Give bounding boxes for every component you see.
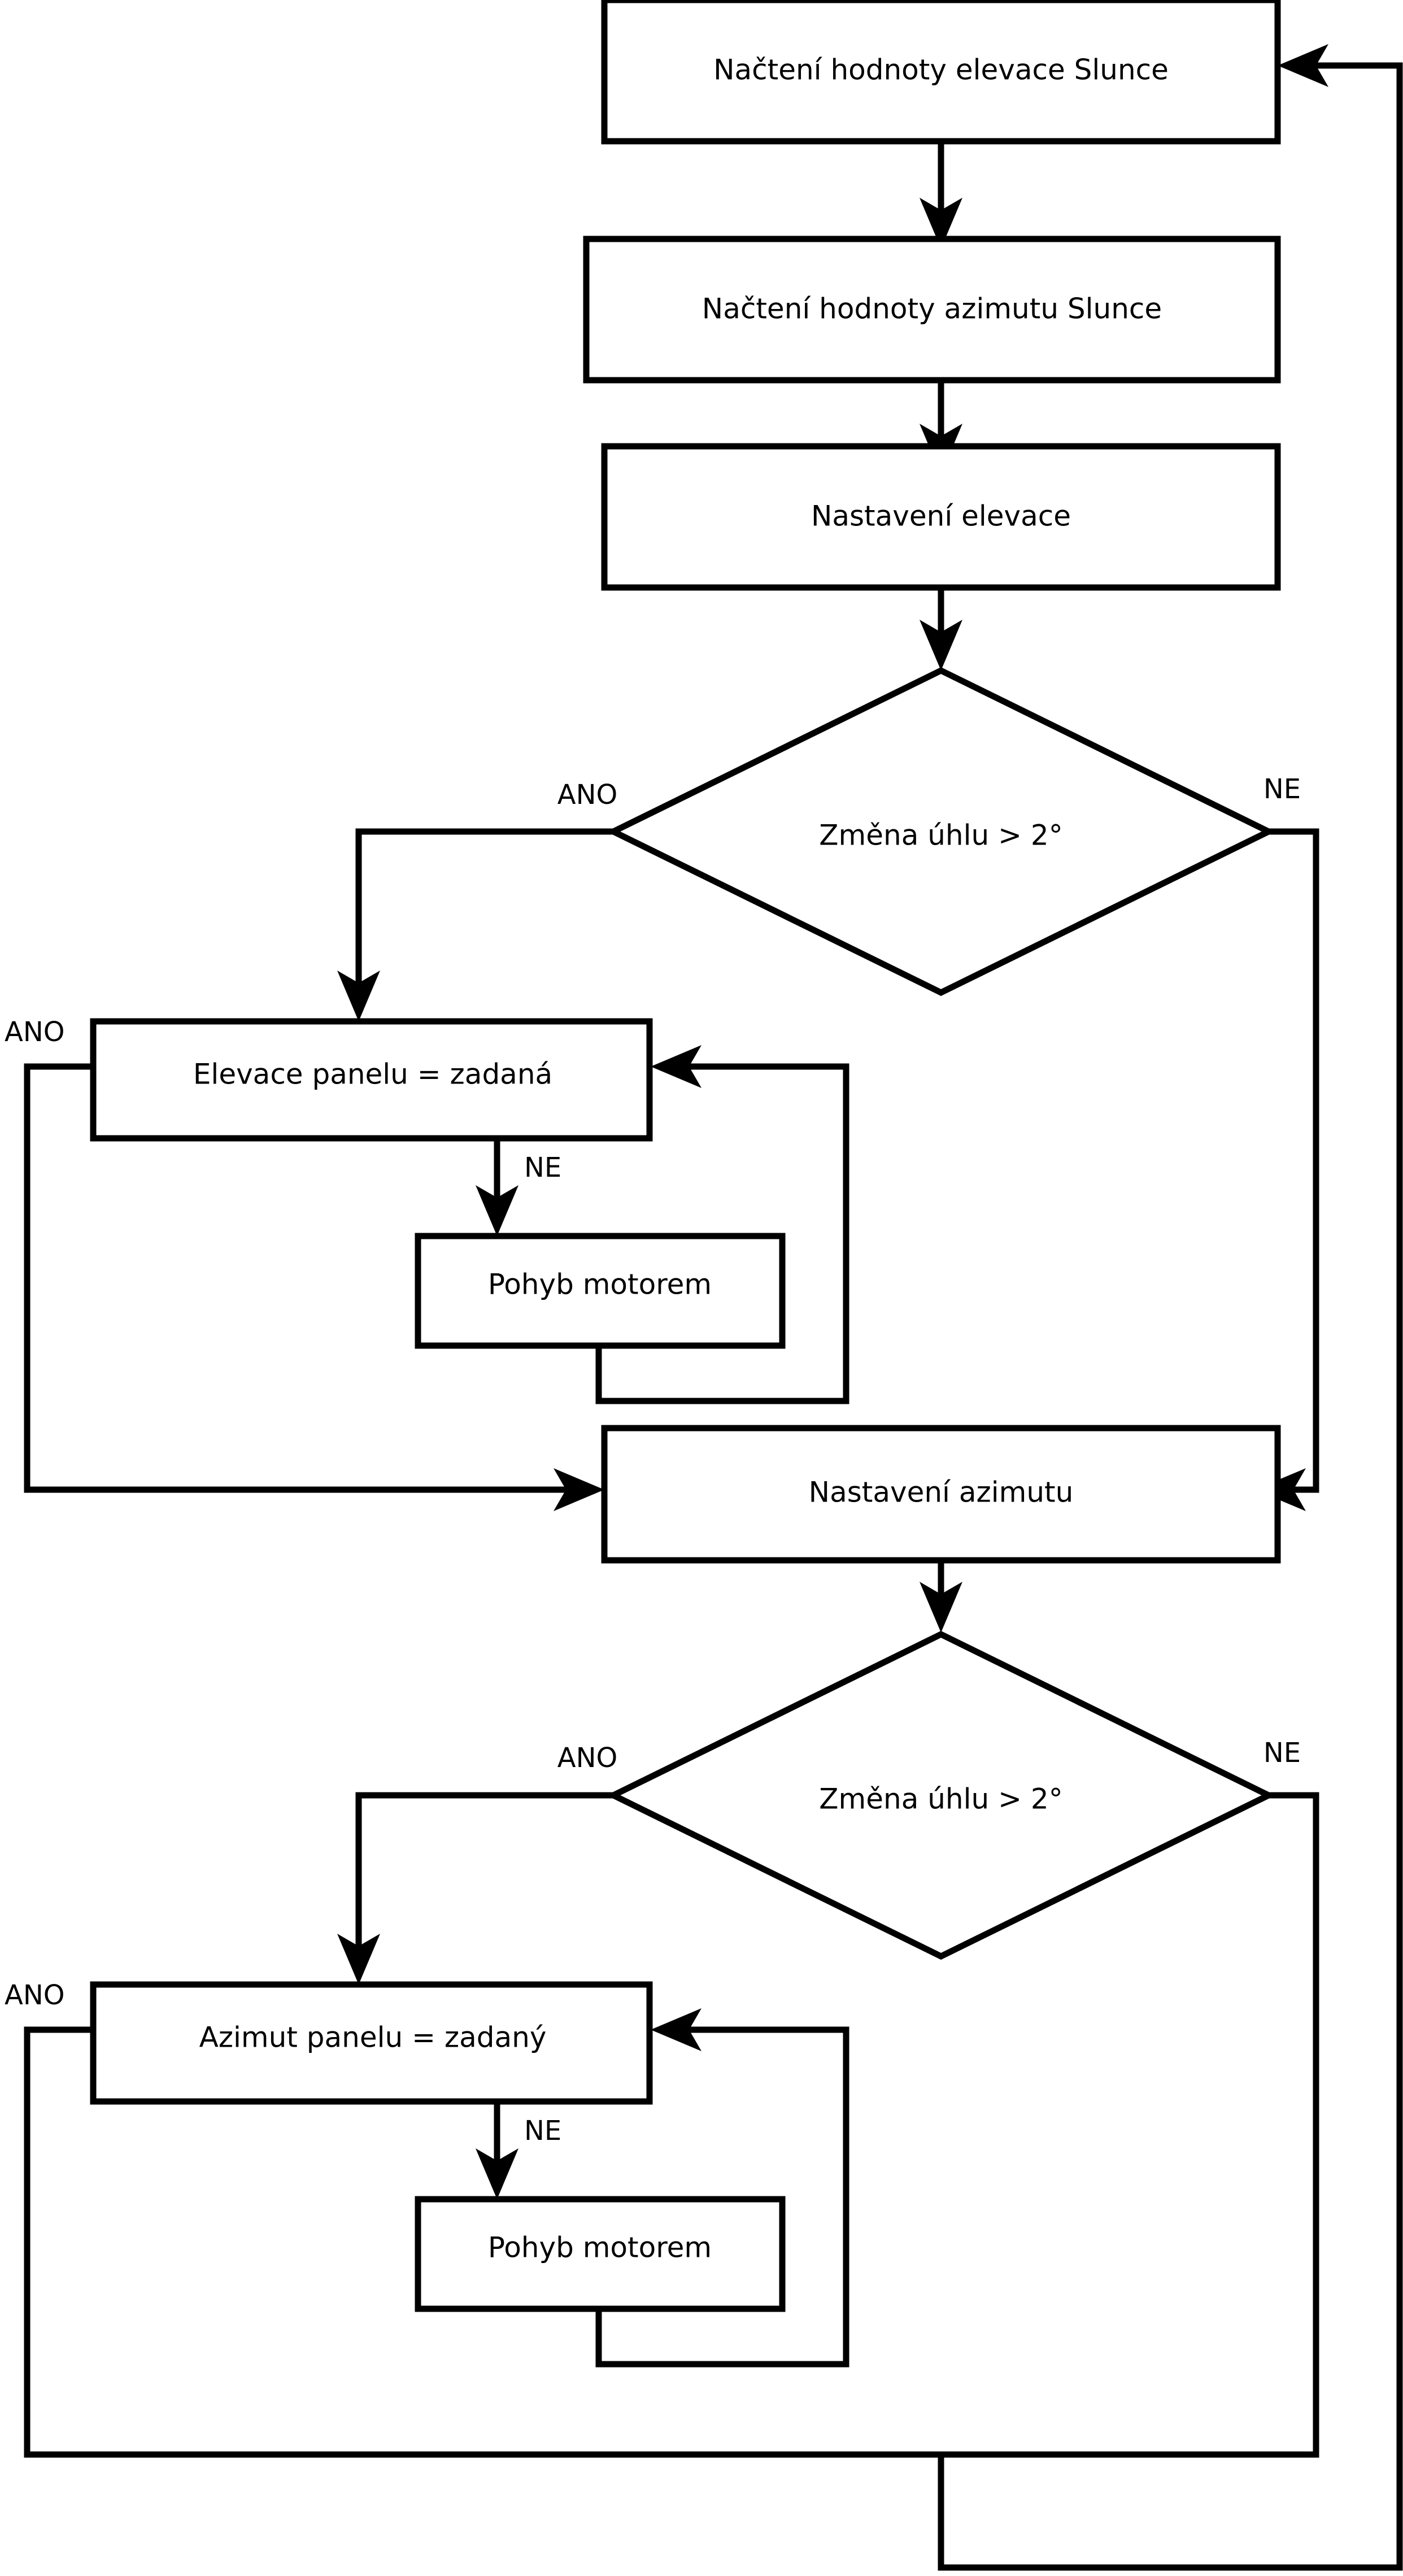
- node-read-elevation-label: Načtení hodnoty elevace Slunce: [713, 54, 1169, 86]
- edge-label-azim-decision-no: NE: [1263, 1737, 1301, 1769]
- edge-label-elev-panel-no: NE: [524, 1152, 561, 1183]
- node-read-azimuth[interactable]: Načtení hodnoty azimutu Slunce: [583, 236, 1281, 384]
- edge-decision-elevation-no: [1255, 828, 1319, 1511]
- edge-decision-azimuth-yes: [337, 1792, 613, 1985]
- node-set-azimuth-label: Nastavení azimutu: [809, 1476, 1074, 1509]
- edge-elev-panel-no: [476, 1138, 518, 1236]
- edge-decision-azimuth-no: [938, 44, 1403, 2571]
- edge-motor-1-loopback: [595, 1045, 849, 1404]
- node-motor-move-elevation-label: Pohyb motorem: [488, 1268, 712, 1301]
- edge-decision-elevation-yes: [337, 828, 613, 1021]
- edge-set-azimuth-to-decision-azimuth: [920, 1560, 962, 1633]
- edge-motor-2-loopback: [595, 2008, 849, 2368]
- node-motor-move-azimuth[interactable]: Pohyb motorem: [415, 2196, 786, 2312]
- node-set-azimuth[interactable]: Nastavení azimutu: [601, 1425, 1281, 1564]
- node-set-elevation-label: Nastavení elevace: [811, 500, 1071, 533]
- node-azimuth-panel-equals-label: Azimut panelu = zadaný: [199, 2021, 547, 2054]
- nodes-layer: Načtení hodnoty elevace Slunce Načtení h…: [90, 0, 1281, 2312]
- edge-set-elevation-to-decision-elevation: [920, 588, 962, 671]
- node-motor-move-elevation[interactable]: Pohyb motorem: [415, 1233, 786, 1349]
- edge-label-azim-decision-yes: ANO: [557, 1742, 618, 1774]
- edge-label-elev-panel-yes: ANO: [5, 1016, 65, 1048]
- node-elevation-panel-equals[interactable]: Elevace panelu = zadaná: [90, 1018, 653, 1142]
- edge-read-elevation-to-read-azimuth: [920, 141, 962, 249]
- edge-azim-panel-no: [476, 2101, 518, 2199]
- node-read-azimuth-label: Načtení hodnoty azimutu Slunce: [702, 293, 1162, 325]
- node-set-elevation[interactable]: Nastavení elevace: [601, 443, 1281, 591]
- node-read-elevation[interactable]: Načtení hodnoty elevace Slunce: [601, 0, 1281, 145]
- node-azimuth-panel-equals[interactable]: Azimut panelu = zadaný: [90, 1981, 653, 2105]
- edge-elev-panel-yes: [24, 1063, 604, 1511]
- node-decision-azimuth[interactable]: Změna úhlu > 2°: [606, 1630, 1276, 1960]
- edge-label-elev-decision-yes: ANO: [557, 779, 618, 811]
- edge-label-elev-decision-no: NE: [1263, 773, 1301, 805]
- node-decision-elevation[interactable]: Změna úhlu > 2°: [606, 667, 1276, 997]
- edge-azim-panel-yes: [24, 2026, 941, 2458]
- node-motor-move-azimuth-label: Pohyb motorem: [488, 2231, 712, 2264]
- edge-label-azim-panel-yes: ANO: [5, 1979, 65, 2011]
- edge-label-azim-panel-no: NE: [524, 2115, 561, 2147]
- node-decision-azimuth-label: Změna úhlu > 2°: [819, 1783, 1062, 1816]
- node-elevation-panel-equals-label: Elevace panelu = zadaná: [193, 1058, 552, 1091]
- node-decision-elevation-label: Změna úhlu > 2°: [819, 819, 1062, 852]
- edges-layer: ANO NE ANO NE: [5, 44, 1403, 2571]
